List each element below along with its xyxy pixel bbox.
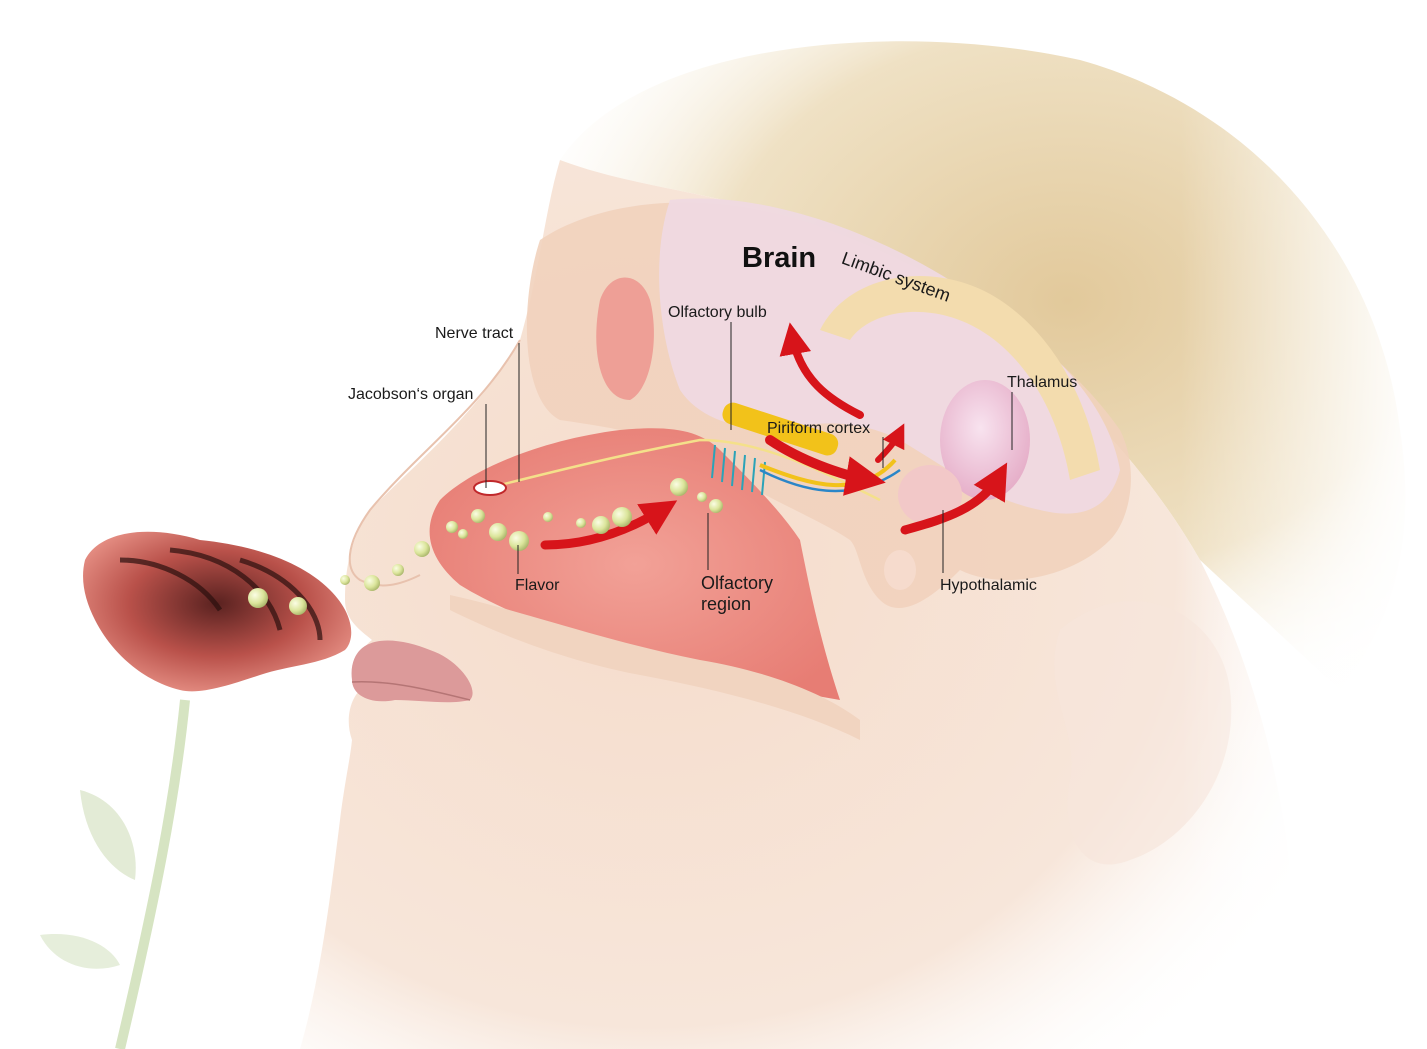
- scent-molecule: [340, 575, 350, 585]
- olfactory-region-label-line2: region: [701, 594, 751, 614]
- scent-molecule: [543, 512, 553, 522]
- scent-molecule: [364, 575, 380, 591]
- jacobsons-organ-label: Jacobson‘s organ: [348, 386, 473, 403]
- olfactory-region-label-line1: Olfactory: [701, 573, 773, 593]
- rose-leaf: [80, 790, 136, 880]
- scent-molecule: [612, 507, 632, 527]
- scent-molecule: [471, 509, 485, 523]
- jacobsons-organ-shape: [474, 481, 506, 495]
- scent-molecule: [458, 529, 468, 539]
- scent-molecule: [248, 588, 268, 608]
- scent-molecule: [446, 521, 458, 533]
- scent-molecule: [392, 564, 404, 576]
- rose-leaf: [40, 934, 120, 969]
- scent-molecule: [289, 597, 307, 615]
- scent-molecule: [592, 516, 610, 534]
- scent-molecule: [576, 518, 586, 528]
- olfactory-bulb-label: Olfactory bulb: [668, 304, 767, 321]
- scent-molecule: [709, 499, 723, 513]
- fade-overlay: [1180, 0, 1427, 1049]
- scent-molecule: [670, 478, 688, 496]
- hypothalamic-label: Hypothalamic: [940, 577, 1037, 594]
- scent-molecule: [509, 531, 529, 551]
- scent-molecule: [489, 523, 507, 541]
- flavor-label: Flavor: [515, 577, 560, 594]
- pituitary-shape: [884, 550, 916, 590]
- piriform-cortex-label: Piriform cortex: [767, 420, 870, 437]
- nerve-tract-label: Nerve tract: [435, 325, 514, 342]
- scent-molecule: [697, 492, 707, 502]
- thalamus-label: Thalamus: [1007, 374, 1077, 391]
- scent-molecule: [414, 541, 430, 557]
- brain-label: Brain: [742, 242, 816, 274]
